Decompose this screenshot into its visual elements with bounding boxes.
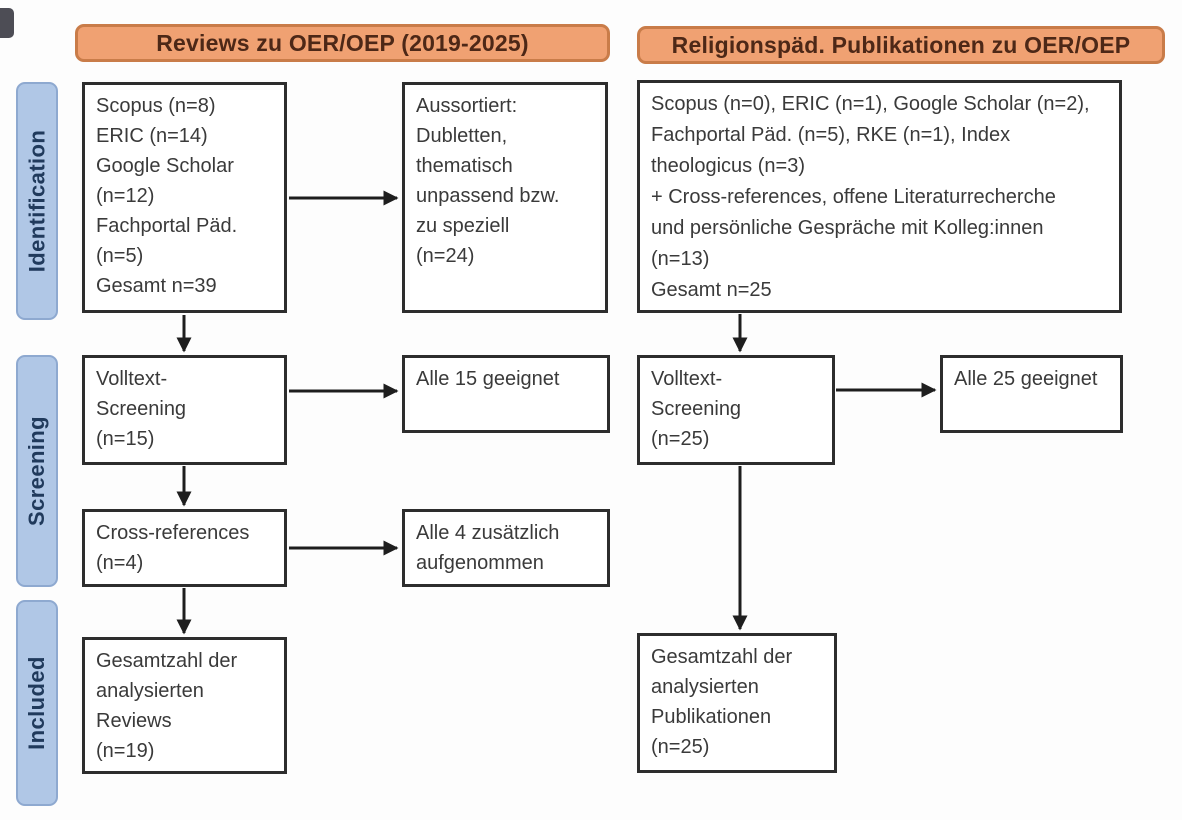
box-left-excluded: Aussortiert: Dubletten, thematisch unpas… (402, 82, 608, 313)
box-right-sources: Scopus (n=0), ERIC (n=1), Google Scholar… (637, 80, 1122, 313)
stage-label-identification: Identification (16, 82, 58, 320)
box-left-crossref-result: Alle 4 zusätzlich aufgenommen (402, 509, 610, 587)
box-left-cross-references: Cross-references (n=4) (82, 509, 287, 587)
stage-label-included-text: Included (24, 656, 49, 750)
stage-label-identification-text: Identification (24, 129, 49, 273)
corner-artifact (0, 8, 14, 38)
stage-label-screening-text: Screening (24, 416, 50, 526)
stage-label-screening: Screening (16, 355, 58, 587)
box-left-included-total: Gesamtzahl der analysierten Reviews (n=1… (82, 637, 287, 774)
stage-label-included: Included (16, 600, 58, 806)
box-right-included-total: Gesamtzahl der analysierten Publikatione… (637, 633, 837, 773)
box-right-fulltext-screening: Volltext- Screening (n=25) (637, 355, 835, 465)
box-right-fulltext-result: Alle 25 geeignet (940, 355, 1123, 433)
box-left-fulltext-result: Alle 15 geeignet (402, 355, 610, 433)
box-left-fulltext-screening: Volltext- Screening (n=15) (82, 355, 287, 465)
box-left-sources: Scopus (n=8) ERIC (n=14) Google Scholar … (82, 82, 287, 313)
column-header-reviews: Reviews zu OER/OEP (2019-2025) (75, 24, 610, 62)
column-header-religionspaed: Religionspäd. Publikationen zu OER/OEP (637, 26, 1165, 64)
